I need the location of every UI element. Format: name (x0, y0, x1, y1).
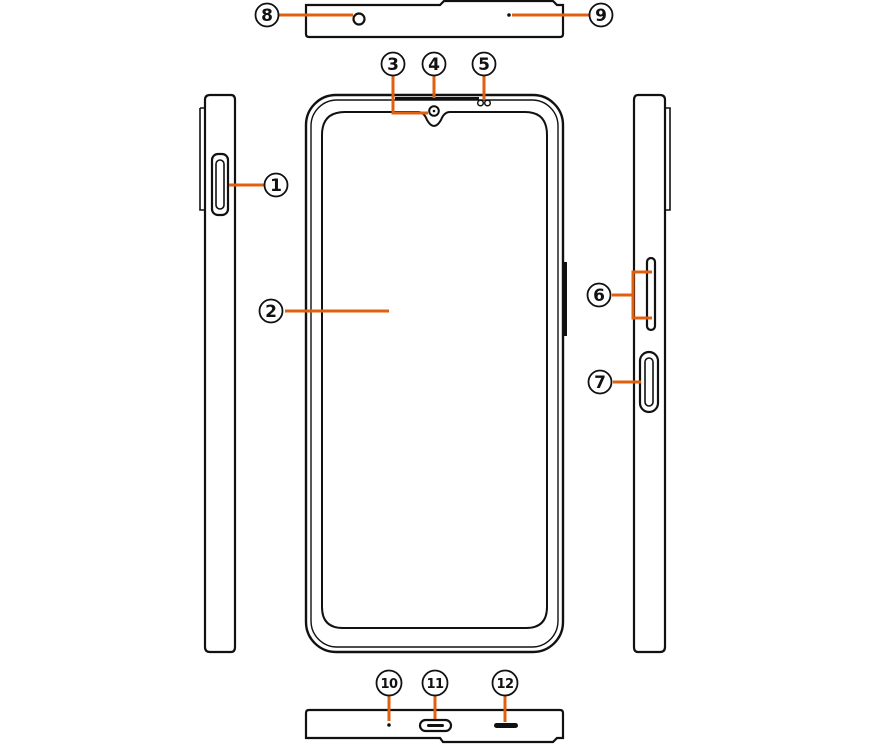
top-microphone-icon (507, 13, 511, 17)
usb-type-c-port-icon (418, 718, 453, 733)
phone-left-side (199, 93, 237, 654)
callout-9: 9 (588, 2, 614, 28)
callout-3: 3 (380, 51, 406, 77)
side-key-profile (562, 262, 567, 336)
volume-key (645, 256, 657, 332)
power-key (638, 350, 660, 414)
front-camera-icon (428, 105, 440, 117)
phone-front (304, 93, 565, 654)
callout-8: 8 (254, 2, 280, 28)
callout-11-label: 11 (426, 677, 444, 692)
sensor-icon (476, 99, 485, 107)
callout-1: 1 (263, 172, 289, 198)
callout-6: 6 (586, 282, 612, 308)
display-outline (321, 111, 548, 629)
phone-bottom-edge (304, 708, 565, 744)
phone-top-edge (304, 0, 565, 39)
callout-10: 10 (375, 669, 403, 697)
callout-leaders (229, 13, 652, 722)
callout-6-label: 6 (593, 286, 605, 306)
callout-4: 4 (421, 51, 447, 77)
callout-4-label: 4 (428, 55, 440, 75)
speaker-icon (494, 723, 518, 728)
callout-10-label: 10 (380, 677, 398, 692)
callout-12: 12 (491, 669, 519, 697)
callout-12-label: 12 (496, 677, 513, 692)
callout-8-label: 8 (261, 6, 273, 26)
callout-9-label: 9 (595, 6, 607, 26)
nano-sim-tray (210, 152, 230, 217)
earphone-jack-icon (352, 12, 366, 26)
callout-2: 2 (258, 298, 284, 324)
callout-2-label: 2 (265, 302, 277, 322)
callout-7: 7 (587, 369, 613, 395)
callout-3-label: 3 (387, 55, 399, 75)
callout-7-label: 7 (594, 373, 606, 393)
callout-5: 5 (471, 51, 497, 77)
phone-right-side (632, 93, 671, 654)
callout-5-label: 5 (478, 55, 490, 75)
callout-11: 11 (421, 669, 449, 697)
bottom-microphone-icon (387, 723, 391, 727)
callout-1-label: 1 (270, 176, 282, 196)
